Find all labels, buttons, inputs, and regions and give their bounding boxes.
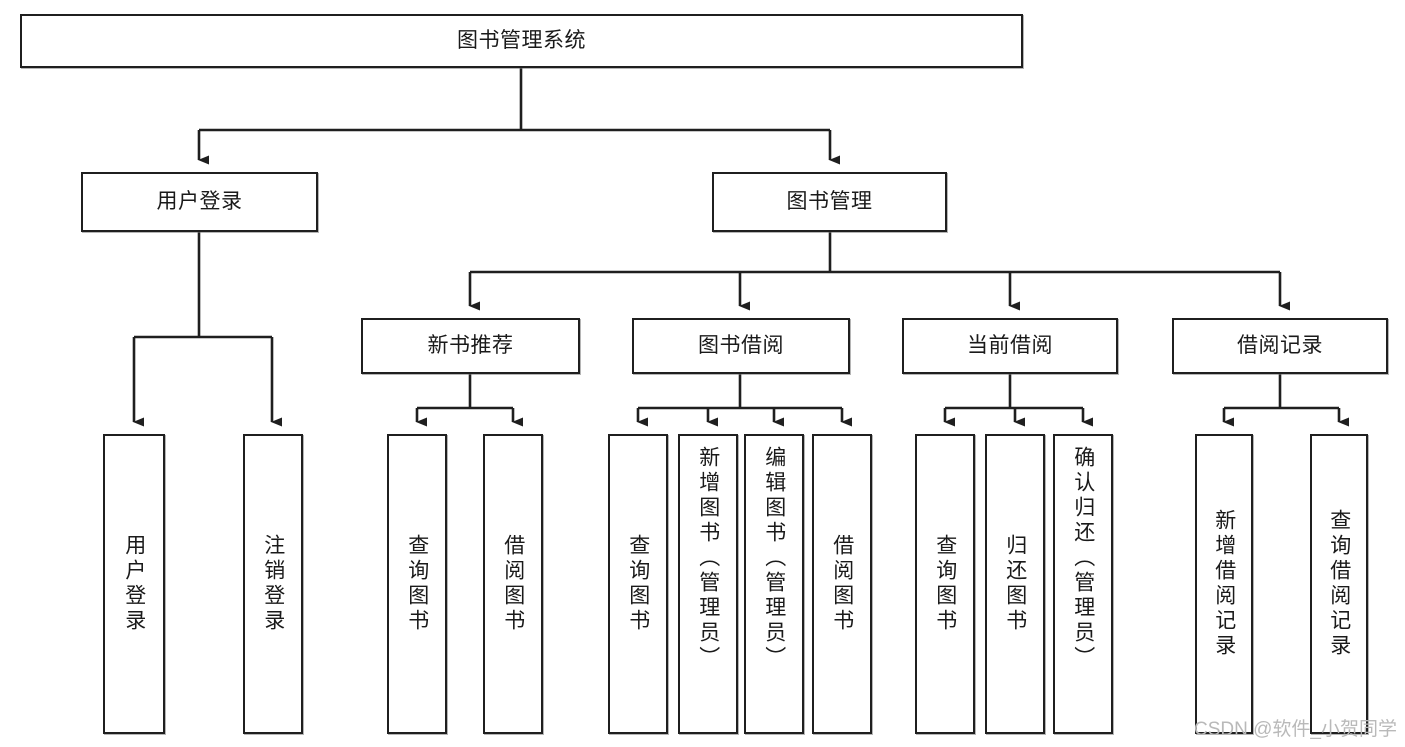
node-root-label: 图书管理系统: [457, 29, 586, 53]
node-leaf-return-book-label: 归还图书: [1003, 534, 1027, 634]
node-leaf-logout[interactable]: 注销登录: [243, 434, 303, 734]
node-leaf-user-login-label: 用户登录: [122, 534, 146, 634]
node-leaf-query-borrow-record[interactable]: 查询借阅记录: [1310, 434, 1368, 734]
node-level2-book-management[interactable]: 图书管理: [712, 172, 947, 232]
node-level3-new-book-recommend[interactable]: 新书推荐: [361, 318, 580, 374]
node-leaf-edit-book-admin[interactable]: 编辑图书（管理员）: [744, 434, 804, 734]
node-level3-book-borrow-label: 图书借阅: [698, 334, 784, 358]
node-leaf-query-book-borrow[interactable]: 查询图书: [608, 434, 668, 734]
node-level2-book-management-label: 图书管理: [786, 190, 873, 214]
node-leaf-query-book-newbook-label: 查询图书: [405, 534, 429, 634]
node-leaf-confirm-return-admin[interactable]: 确认归还（管理员）: [1053, 434, 1113, 734]
node-leaf-add-book-admin[interactable]: 新增图书（管理员）: [678, 434, 738, 734]
node-leaf-user-login[interactable]: 用户登录: [103, 434, 165, 734]
node-leaf-add-borrow-record-label: 新增借阅记录: [1212, 509, 1236, 659]
node-level2-user-login[interactable]: 用户登录: [81, 172, 318, 232]
node-leaf-return-book[interactable]: 归还图书: [985, 434, 1045, 734]
node-leaf-borrow-book-newbook[interactable]: 借阅图书: [483, 434, 543, 734]
node-leaf-query-book-current-label: 查询图书: [933, 534, 957, 634]
node-leaf-logout-label: 注销登录: [261, 534, 285, 634]
node-leaf-borrow-book[interactable]: 借阅图书: [812, 434, 872, 734]
node-leaf-query-borrow-record-label: 查询借阅记录: [1327, 509, 1351, 659]
csdn-watermark: CSDN @软件_小贺同学: [1194, 719, 1397, 740]
node-level3-borrow-records[interactable]: 借阅记录: [1172, 318, 1388, 374]
node-root[interactable]: 图书管理系统: [20, 14, 1023, 68]
node-leaf-query-book-newbook[interactable]: 查询图书: [387, 434, 447, 734]
node-leaf-borrow-book-label: 借阅图书: [830, 534, 854, 634]
node-level3-current-borrow[interactable]: 当前借阅: [902, 318, 1118, 374]
node-level3-new-book-recommend-label: 新书推荐: [427, 334, 514, 358]
node-level3-current-borrow-label: 当前借阅: [967, 334, 1053, 358]
node-leaf-query-book-current[interactable]: 查询图书: [915, 434, 975, 734]
node-leaf-borrow-book-newbook-label: 借阅图书: [501, 534, 525, 634]
node-level2-user-login-label: 用户登录: [156, 190, 243, 214]
node-leaf-query-book-borrow-label: 查询图书: [626, 534, 650, 634]
node-leaf-add-borrow-record[interactable]: 新增借阅记录: [1195, 434, 1253, 734]
node-level3-borrow-records-label: 借阅记录: [1237, 334, 1323, 358]
node-leaf-confirm-return-admin-label: 确认归还（管理员）: [1071, 446, 1095, 671]
node-level3-book-borrow[interactable]: 图书借阅: [632, 318, 850, 374]
node-leaf-edit-book-admin-label: 编辑图书（管理员）: [762, 446, 786, 671]
node-leaf-add-book-admin-label: 新增图书（管理员）: [696, 446, 720, 671]
